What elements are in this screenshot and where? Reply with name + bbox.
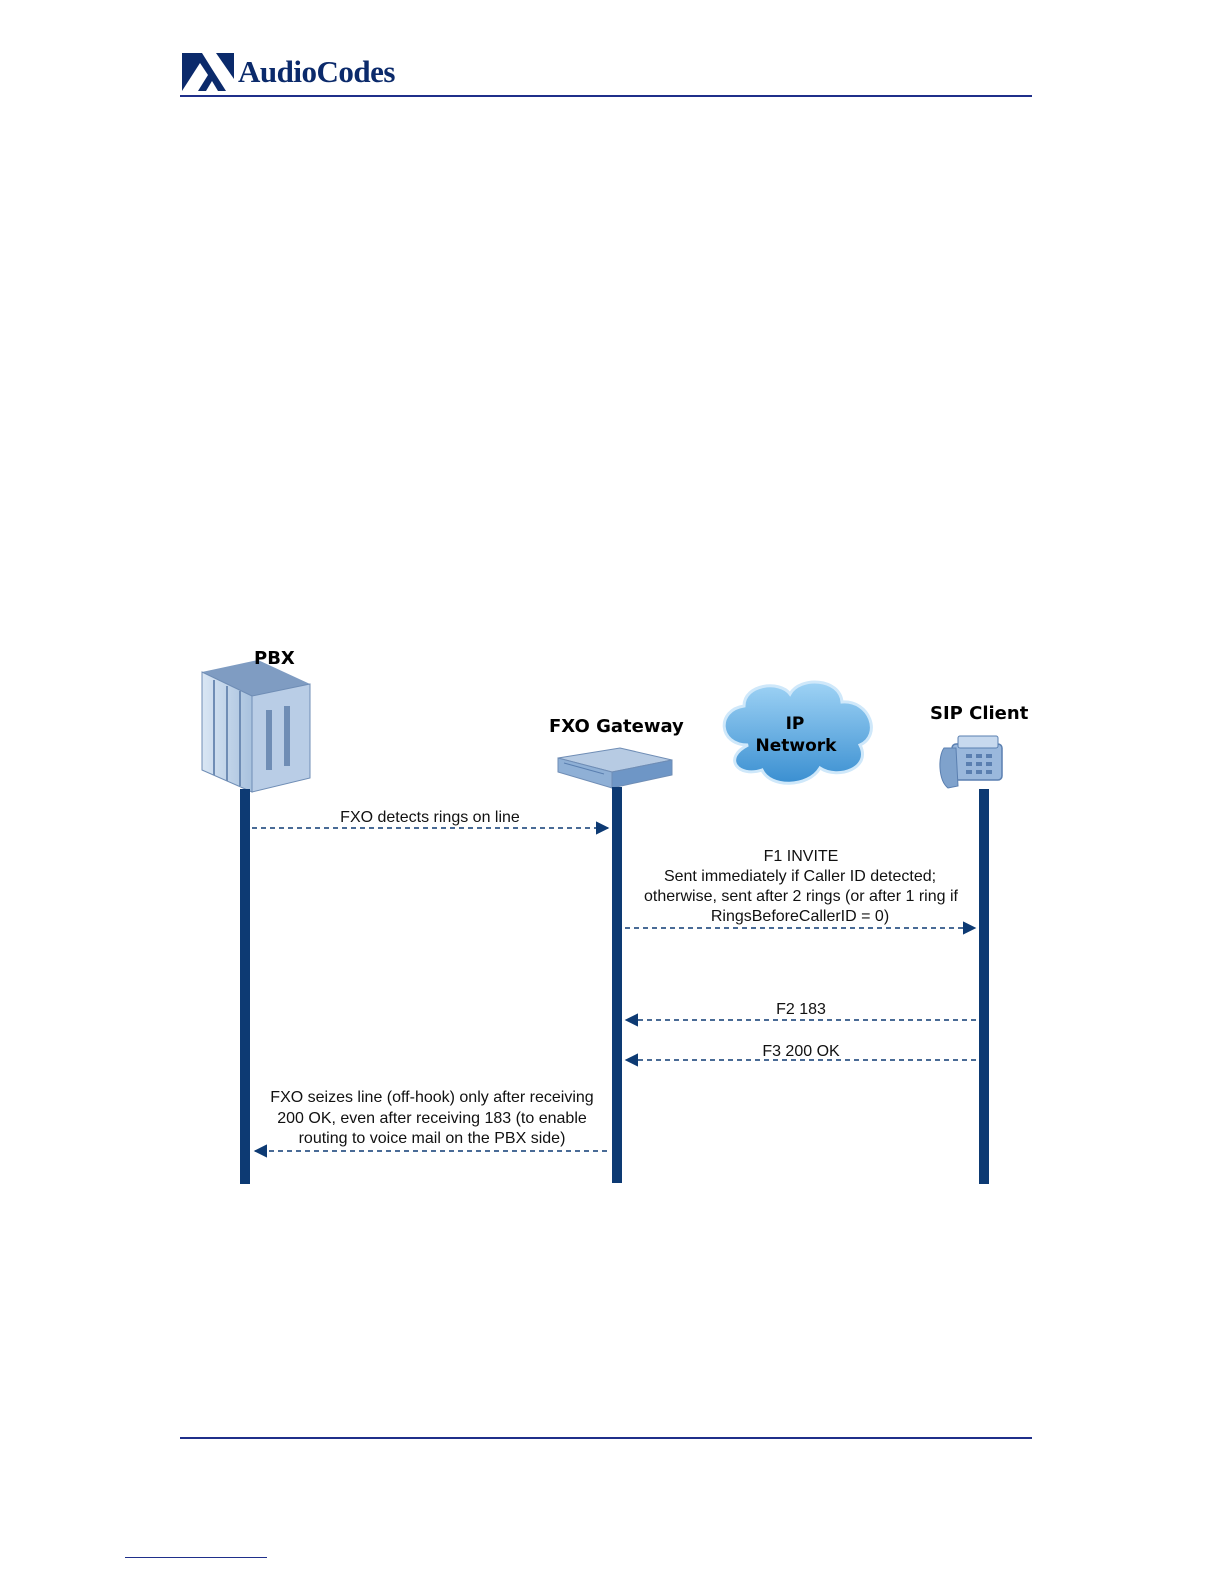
msg-invite-line1: F1 INVITE	[764, 848, 839, 865]
msg-183-label: F2 183	[776, 1001, 826, 1018]
pbx-label: PBX	[254, 648, 295, 669]
msg-invite-line2: Sent immediately if Caller ID detected;	[664, 868, 936, 885]
msg-200ok-label: F3 200 OK	[762, 1043, 840, 1060]
pbx-icon	[201, 660, 311, 793]
logo-wordmark: AudioCodes	[238, 54, 395, 89]
gateway-icon	[557, 747, 673, 789]
audiocodes-logo: AudioCodes	[182, 52, 395, 92]
msg-invite-line4: RingsBeforeCallerID = 0)	[711, 908, 889, 925]
msg-rings-label: FXO detects rings on line	[340, 809, 520, 826]
audiocodes-logo-icon	[182, 53, 234, 91]
phone-icon	[939, 735, 1003, 789]
msg-offhook-line2: 200 OK, even after receiving 183 (to ena…	[277, 1110, 587, 1127]
gateway-label: FXO Gateway	[549, 716, 684, 737]
msg-offhook-line3: routing to voice mail on the PBX side)	[299, 1130, 566, 1147]
msg-invite-line3: otherwise, sent after 2 rings (or after …	[644, 888, 958, 905]
footer-rule	[180, 1437, 1032, 1439]
cloud-icon	[722, 680, 873, 785]
sip-lifeline	[979, 789, 989, 1184]
network-label-line1: IP	[786, 714, 805, 734]
network-label-line2: Network	[756, 736, 838, 756]
msg-offhook-line1: FXO seizes line (off-hook) only after re…	[270, 1089, 593, 1106]
sip-client-label: SIP Client	[930, 703, 1029, 724]
footnote-rule	[125, 1557, 267, 1558]
header-rule	[180, 95, 1032, 97]
gateway-lifeline	[612, 787, 622, 1183]
pbx-lifeline	[240, 789, 250, 1184]
